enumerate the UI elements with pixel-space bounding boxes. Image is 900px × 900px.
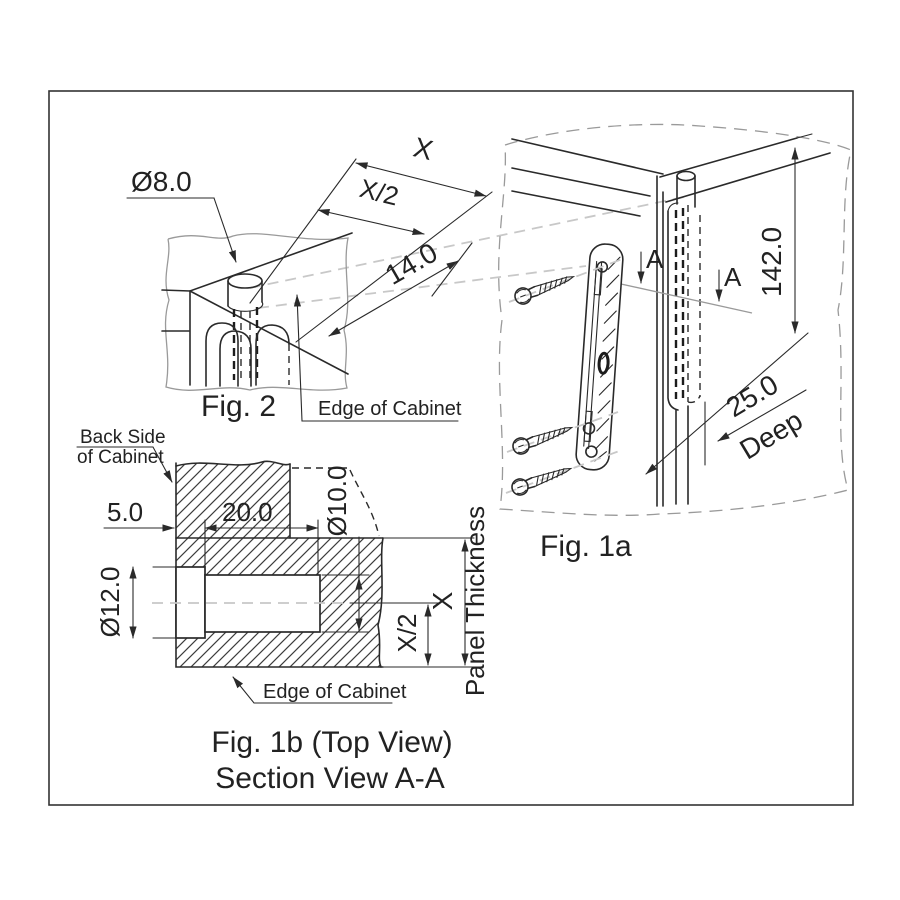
fig1b-dim-offset: 5.0 [103, 497, 175, 532]
fig1b-dim-x-half: X/2 [392, 604, 432, 666]
fig1a-screws [505, 257, 626, 499]
fig1b-section-view: 5.0 20.0 Ø10.0 Ø12.0 X X/ [76, 427, 490, 795]
fig2-dim-depth-label: 14.0 [380, 237, 443, 291]
fig2-dim-x-label: X [410, 131, 436, 166]
fig2-edge-of-cabinet-callout: Edge of Cabinet [293, 294, 462, 422]
fig1a-caption: Fig. 1a [540, 530, 632, 563]
fig2-dim-x-half-label: X/2 [357, 173, 402, 212]
fig1a-dim-height: 142.0 [756, 147, 799, 334]
fig1a-isometric-view: A A 142.0 [498, 123, 852, 563]
fig2-pin-diameter-callout: Ø8.0 [126, 166, 237, 263]
fig1a-torn-edge [498, 123, 852, 516]
fig1a-corner-post [656, 175, 689, 507]
fig1a-pin [676, 170, 696, 208]
fig1b-back-side-label-2: of Cabinet [77, 447, 164, 468]
fig1a-strike-slot [667, 202, 701, 411]
fig1b-caption-line1: Fig. 1b (Top View) [211, 726, 452, 759]
fig2-dim-x-half: X/2 [317, 173, 425, 235]
fig2-mortise-profile [205, 307, 290, 387]
fig1b-dim-d12-label: Ø12.0 [95, 567, 125, 638]
fig1a-section-a-right: A [724, 262, 742, 292]
fig1b-dim-x: X [382, 537, 475, 668]
fig1b-caption-line2: Section View A-A [215, 762, 445, 795]
fig1a-top-panel [511, 138, 664, 217]
fig2-pin-detail-view: Ø8.0 X X/2 14.0 Edge of Cabinet [126, 131, 493, 423]
fig2-caption: Fig. 2 [201, 390, 276, 423]
fig1b-panel-thickness-label: Panel Thickness [460, 506, 490, 696]
fig1b-edge-of-cabinet-callout: Edge of Cabinet [232, 676, 407, 704]
fig1a-latch-device [575, 243, 624, 471]
fig2-pin-diameter-label: Ø8.0 [131, 166, 192, 197]
fig1a-dim-height-label: 142.0 [756, 227, 787, 297]
fig1b-back-side-label-1: Back Side [80, 427, 166, 448]
fig1b-dim-hole-depth-label: 20.0 [222, 497, 273, 527]
fig1a-section-markers: A A [620, 244, 753, 314]
fig1b-back-side-callout: Back Side of Cabinet [76, 427, 173, 483]
fig1b-dim-x-half-label: X/2 [392, 613, 422, 652]
drawing-frame [48, 90, 854, 806]
fig1b-edge-of-cabinet-label: Edge of Cabinet [263, 681, 407, 703]
fig1b-dim-d12: Ø12.0 [95, 566, 178, 639]
fig1a-side-panel [659, 133, 831, 203]
fig2-edge-of-cabinet-label: Edge of Cabinet [318, 398, 462, 420]
fig1b-dim-d10: Ø10.0 [321, 466, 370, 633]
fig1b-dim-d10-label: Ø10.0 [322, 466, 352, 537]
fig1b-back-panel-hatch [176, 461, 290, 538]
fig1b-dashed-curve [349, 469, 380, 537]
fig1b-back-panel-torn-top [175, 460, 291, 467]
fig1b-dim-x-label: X [427, 591, 458, 610]
fig1b-dim-hole-depth: 20.0 [204, 497, 319, 577]
fig1a-section-a-left: A [646, 244, 664, 274]
screw-middle [509, 419, 576, 458]
fig2-cabinet-corner [161, 232, 353, 386]
fig1b-dim-offset-label: 5.0 [107, 497, 143, 527]
